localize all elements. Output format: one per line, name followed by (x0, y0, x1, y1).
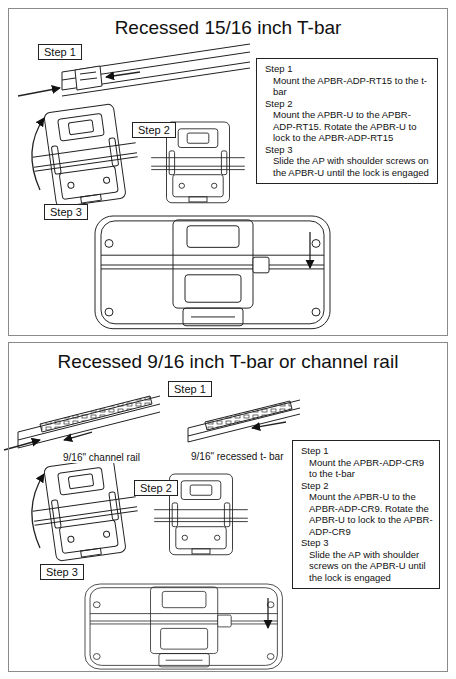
instruction-box: Step 1Mount the APBR-ADP-RT15 to the t-b… (256, 58, 438, 184)
step-heading: Step 3 (263, 144, 431, 156)
step-tag: Step 3 (44, 204, 88, 220)
step-heading: Step 3 (299, 537, 433, 549)
step-label: Step 2 (140, 482, 172, 494)
step-tag: Step 3 (40, 564, 84, 580)
step-heading: Step 1 (263, 63, 431, 75)
step-tag: Step 2 (134, 480, 178, 496)
step-tag: Step 1 (168, 381, 212, 397)
step-tag: Step 2 (132, 122, 176, 138)
instruction-box: Step 1Mount the APBR-ADP-CR9 to the t-ba… (292, 440, 440, 589)
rail-label: 9/16" channel rail (62, 452, 141, 463)
panel-title: Recessed 9/16 inch T-bar or channel rail (9, 351, 447, 373)
rail-label: 9/16" recessed t- bar (190, 451, 285, 462)
step-text: Mount the APBR-U to the APBR-ADP-CR9. Ro… (299, 491, 433, 537)
step-heading: Step 2 (263, 98, 431, 110)
panel-title: Recessed 15/16 inch T-bar (9, 17, 447, 39)
step-label: Step 2 (138, 124, 170, 136)
step-text: Mount the APBR-ADP-RT15 to the t-bar (263, 75, 431, 98)
step-text: Mount the APBR-U to the APBR-ADP-RT15. R… (263, 109, 431, 144)
step-heading: Step 1 (299, 445, 433, 457)
step-label: Step 3 (50, 206, 82, 218)
instruction-panel: Recessed 15/16 inch T-barStep 1Step 2Ste… (8, 8, 448, 336)
step-heading: Step 2 (299, 480, 433, 492)
step-label: Step 3 (46, 566, 78, 578)
step-tag: Step 1 (38, 44, 82, 60)
step-text: Slide the AP with shoulder screws on the… (263, 155, 431, 178)
step-label: Step 1 (44, 46, 76, 58)
step-label: Step 1 (174, 383, 206, 395)
step-text: Mount the APBR-ADP-CR9 to the t-bar (299, 457, 433, 480)
step-text: Slide the AP with shoulder screws on the… (299, 549, 433, 584)
instruction-panel: Recessed 9/16 inch T-bar or channel rail… (8, 342, 448, 672)
